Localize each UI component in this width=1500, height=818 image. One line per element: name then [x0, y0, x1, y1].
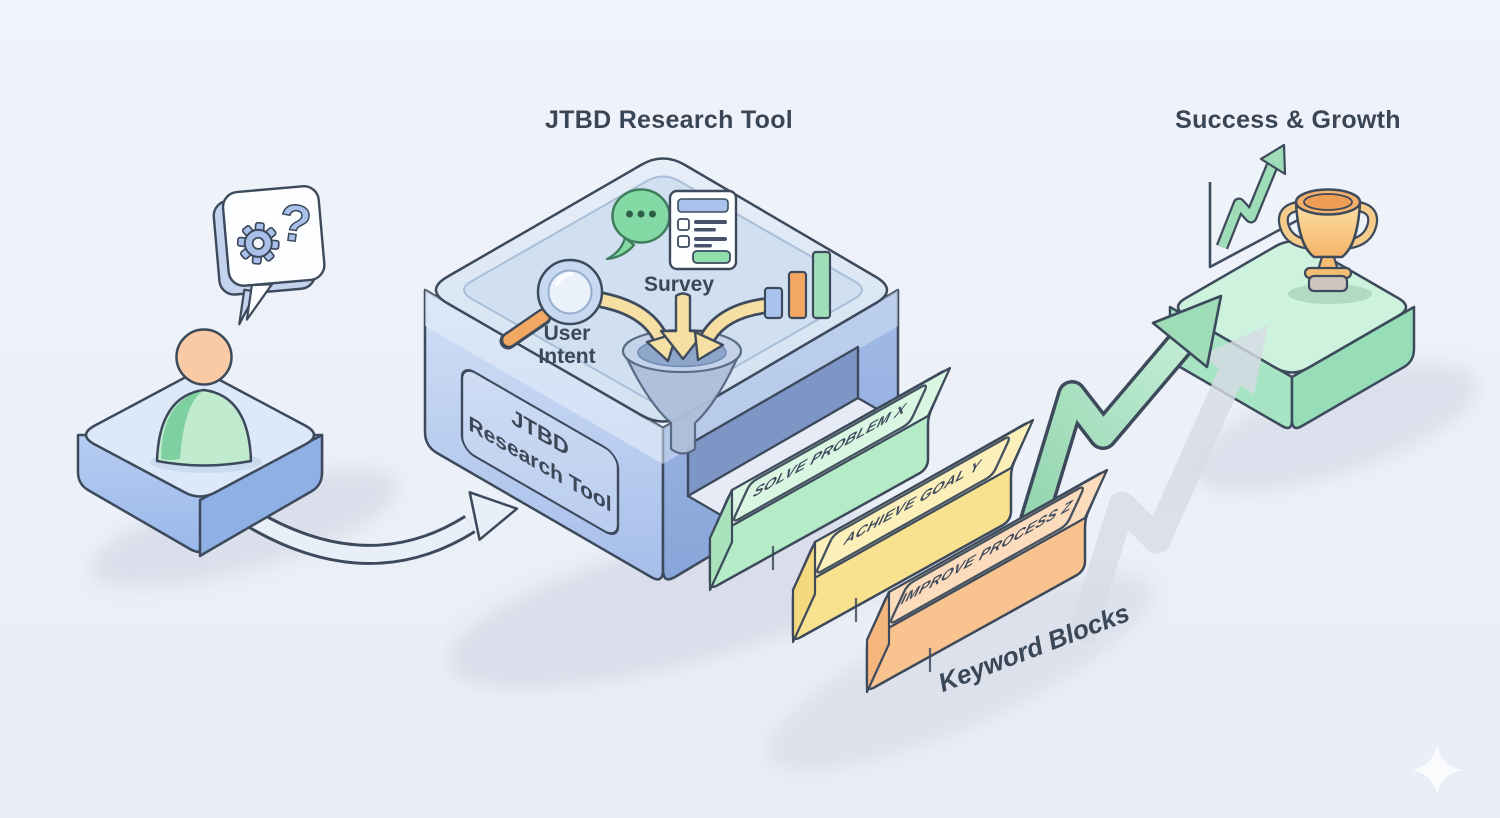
user-intent-label-line2: Intent — [538, 345, 595, 368]
input-arrows — [593, 291, 772, 363]
magnifier-icon — [499, 258, 604, 350]
title-jtbd-tool: JTBD Research Tool — [545, 106, 793, 134]
survey-label: Survey — [644, 273, 714, 296]
title-success-growth: Success & Growth — [1175, 106, 1401, 134]
growth-chart-icon — [1208, 143, 1299, 269]
sparkle-icon — [1412, 745, 1462, 795]
survey-form-icon — [668, 189, 738, 271]
person-icon — [150, 328, 262, 473]
gear-icon — [236, 221, 280, 265]
flow-arrow — [229, 491, 519, 565]
trophy-icon — [1277, 188, 1379, 304]
input-arrow-middle — [659, 292, 707, 361]
bar-chart-icon — [763, 250, 832, 320]
growth-arrow-shadow — [1067, 325, 1268, 645]
user-intent-label-line1: User — [544, 322, 591, 345]
growth-arrow-icon — [1007, 294, 1223, 565]
jtbd-box: JTBD Research Tool — [423, 157, 922, 581]
input-arrow-right — [693, 297, 772, 362]
gear-question-speech-bubble-icon: ? — [212, 185, 326, 326]
